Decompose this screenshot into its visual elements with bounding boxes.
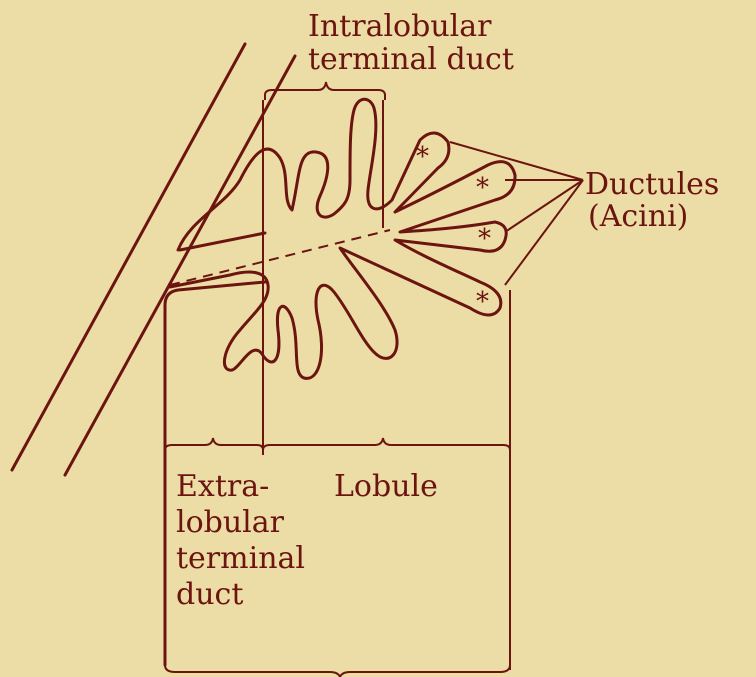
label-intralobular-line1: Intralobular [308, 10, 491, 43]
acinus-marker-2: * [476, 173, 489, 203]
label-extralobular-line3: terminal [176, 542, 305, 575]
label-ductules-line2: (Acini) [588, 200, 688, 233]
main-duct-wall-outer [12, 44, 245, 470]
acinus-marker-4: * [476, 287, 489, 317]
acinus-marker-3: * [478, 224, 491, 254]
extralobular-brace [165, 438, 263, 455]
ductules-leader-3 [505, 180, 583, 232]
lobule-ductule-tree [170, 99, 515, 378]
label-extralobular-line4: duct [176, 578, 243, 611]
label-intralobular-line2: terminal duct [308, 43, 514, 76]
bottom-brace [165, 665, 510, 677]
lobule-brace [263, 438, 510, 455]
ductules-leader-4 [505, 180, 583, 285]
intralobular-brace [265, 82, 385, 100]
label-lobule: Lobule [334, 470, 438, 503]
label-ductules-line1: Ductules [585, 168, 719, 201]
label-extralobular-line2: lobular [176, 506, 284, 539]
lobule-boundary-dashed [170, 230, 390, 285]
main-duct-wall-inner [65, 56, 295, 475]
label-extralobular-line1: Extra- [176, 470, 269, 503]
acinus-marker-1: * [416, 142, 429, 172]
